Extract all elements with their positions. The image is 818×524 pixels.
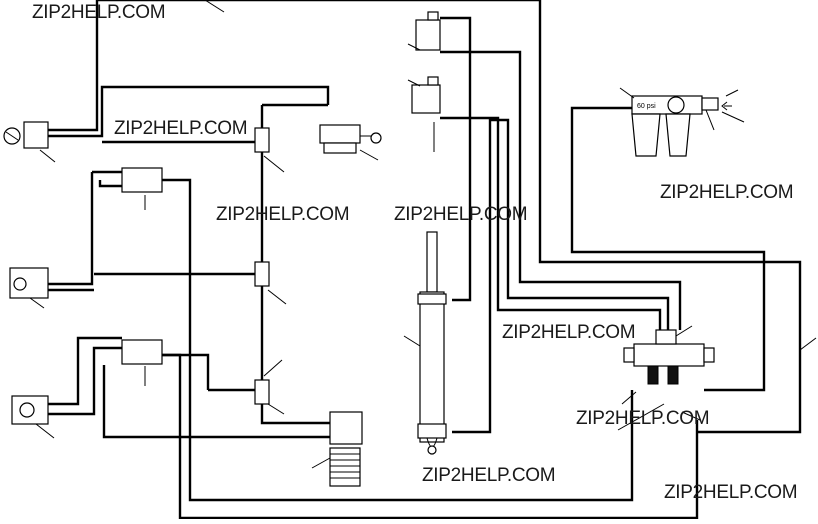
gauge-label: 60 psi bbox=[637, 103, 656, 110]
switch-valve-mid bbox=[9, 267, 49, 299]
control-block-1 bbox=[121, 167, 163, 193]
spring-actuator bbox=[329, 411, 363, 487]
valve1-in bbox=[48, 172, 94, 286]
switch-valve-bottom bbox=[11, 395, 49, 425]
air-lines bbox=[48, 0, 802, 520]
top-actuator-1 bbox=[415, 11, 441, 51]
control-block-2 bbox=[121, 339, 163, 365]
valve-manifold bbox=[623, 329, 715, 385]
valve2-in-b bbox=[48, 346, 122, 416]
valve2-out-b bbox=[102, 365, 330, 439]
cyl-line-1 bbox=[440, 16, 662, 330]
tee-fittings bbox=[254, 127, 270, 405]
cyl-line-2 bbox=[440, 50, 682, 330]
regulator-line bbox=[570, 106, 766, 392]
cyl-line-4 bbox=[452, 118, 670, 434]
valve2-in-a bbox=[48, 336, 122, 406]
upper-feed-line bbox=[48, 85, 330, 138]
main-supply-line bbox=[48, 0, 802, 434]
valve1-out-b bbox=[162, 178, 634, 502]
main-cylinder bbox=[417, 231, 447, 455]
valve1-out-a bbox=[98, 180, 122, 188]
cyl-line-3 bbox=[440, 116, 472, 302]
lever-valve bbox=[319, 124, 382, 154]
gearbox-feed bbox=[260, 398, 330, 425]
filter-regulator: 60 psi bbox=[631, 95, 732, 157]
leader-lines bbox=[29, 0, 817, 469]
switch-valve-top bbox=[3, 121, 49, 149]
top-actuator-2 bbox=[411, 76, 441, 114]
